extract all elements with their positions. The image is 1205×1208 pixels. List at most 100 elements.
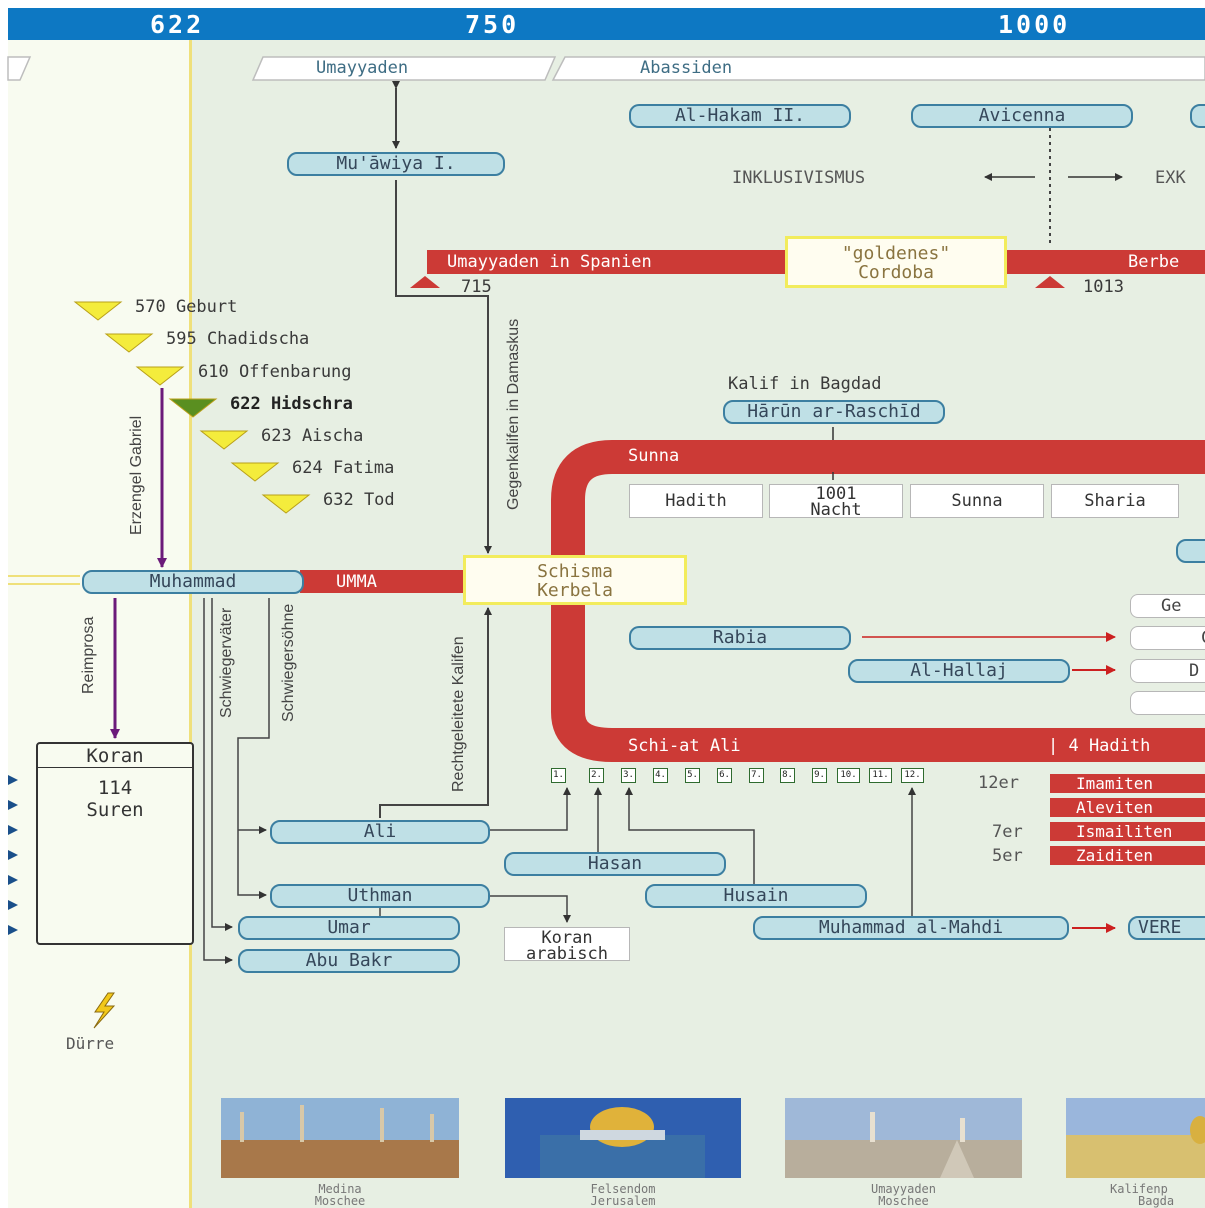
imam-1: 1. xyxy=(551,768,566,783)
prior-dynasty-tab-shape xyxy=(7,56,32,81)
branch-5er-count: 5er xyxy=(992,846,1023,866)
exklusivismus-label: EXK xyxy=(1155,168,1186,188)
imam-2: 2. xyxy=(589,768,604,783)
sunna-ring xyxy=(551,440,1205,762)
connector-abu-bakr xyxy=(203,598,233,964)
koran-title: Koran xyxy=(38,744,192,768)
umar-box: Umar xyxy=(238,916,460,940)
life-event-triangles xyxy=(73,301,311,514)
source-sharia-line1: Sharia xyxy=(1084,491,1146,511)
rightly-guided-caliphs-label: Rechtgeleitete Kalifen xyxy=(450,636,467,792)
caliph-baghdad-label: Kalif in Bagdad xyxy=(728,374,882,394)
imam-6: 6. xyxy=(717,768,732,783)
source-1001-line1: 1001 xyxy=(815,484,857,504)
mahdi-box: Muhammad al-Mahdi xyxy=(753,916,1069,940)
koran-arabic-line1: Koran xyxy=(541,928,593,948)
golden-cordoba-line1: "goldenes" xyxy=(841,243,951,264)
source-sunna-line1: Sunna xyxy=(951,491,1003,511)
cut-off-box-d: D xyxy=(1130,659,1205,683)
umayyad-label: Umayyaden xyxy=(316,58,409,78)
ali-to-imam-1 xyxy=(490,787,571,831)
damascus-arrow xyxy=(395,180,492,554)
fathers-in-law-label: Schwiegerväter xyxy=(218,607,235,718)
umayyad-mosque-photo xyxy=(785,1098,1022,1178)
koran-count: 114 xyxy=(97,777,133,799)
event-revelation: 610 Offenbarung xyxy=(198,362,352,382)
al-hallaj-box: Al-Hallaj xyxy=(848,659,1070,683)
cut-off-person-box xyxy=(1190,104,1205,128)
counter-caliphs-label: Gegenkalifen in Damaskus xyxy=(505,318,522,510)
rabia-box: Rabia xyxy=(629,626,851,650)
sunna-label: Sunna xyxy=(628,446,680,466)
drought-label: Dürre xyxy=(66,1034,115,1053)
year-label-622: 622 xyxy=(150,10,205,39)
source-1001-nacht: 1001 Nacht xyxy=(769,484,903,520)
branch-zaiditen: Zaiditen xyxy=(1050,846,1205,865)
caption-dome-line2: Jerusalem xyxy=(590,1194,656,1208)
left-column-panel xyxy=(8,40,191,1208)
imam-7: 7. xyxy=(749,768,764,783)
caption-dome-line1: Felsendom xyxy=(590,1182,656,1196)
umma-label: UMMA xyxy=(336,572,377,592)
umayyad-spain-label: Umayyaden in Spanien xyxy=(447,252,652,272)
umma-band xyxy=(300,570,465,593)
triangle-1013 xyxy=(1035,276,1065,288)
vere-box: VERE xyxy=(1128,916,1205,940)
dome-of-the-rock-photo xyxy=(505,1098,741,1178)
event-death: 632 Tod xyxy=(323,490,395,510)
imam-12: 12. xyxy=(901,768,924,783)
shia-label: Schi-at Ali xyxy=(628,736,741,756)
caption-palace: Kalifenp Bagda xyxy=(1110,1183,1205,1207)
connector-umar xyxy=(211,598,233,931)
imam-10: 10. xyxy=(837,768,860,783)
source-hadith: Hadith xyxy=(629,484,763,518)
triangle-715 xyxy=(410,276,440,288)
imam-9: 9. xyxy=(812,768,827,783)
avicenna-box: Avicenna xyxy=(911,104,1133,128)
caption-palace-line1: Kalifenp xyxy=(1110,1182,1168,1196)
husain-to-imam-3 xyxy=(625,787,755,884)
source-sunna: Sunna xyxy=(910,484,1044,518)
event-hijra: 622 Hidschra xyxy=(230,394,353,414)
hasan-box: Hasan xyxy=(504,852,726,876)
caliph-palace-photo xyxy=(1066,1098,1205,1178)
schism-kerbela-box: Schisma Kerbela xyxy=(463,555,687,605)
umayyad-tab-shape xyxy=(251,56,557,81)
medina-mosque-photo xyxy=(221,1098,459,1178)
timeline-bar: 622 750 1000 xyxy=(8,8,1205,40)
event-khadija: 595 Chadidscha xyxy=(166,329,310,349)
cut-off-sunna-box xyxy=(1176,539,1205,563)
ali-box: Ali xyxy=(270,820,490,844)
muhammad-box: Muhammad xyxy=(82,570,304,594)
cut-off-box-ge: Ge xyxy=(1130,594,1205,618)
connector-uthman xyxy=(237,598,270,899)
koran-side-arrows xyxy=(8,775,18,935)
koran-box: Koran 114 Suren xyxy=(36,742,194,945)
golden-cordoba-line2: Cordoba xyxy=(858,262,934,283)
imam-11: 11. xyxy=(869,768,892,783)
schism-line1: Schisma xyxy=(537,561,613,582)
archangel-gabriel-label: Erzengel Gabriel xyxy=(128,415,145,535)
caption-palace-line2: Bagda xyxy=(1138,1194,1175,1208)
muawiya-box: Mu'āwiya I. xyxy=(287,152,505,176)
cut-off-box-empty xyxy=(1130,691,1205,715)
caption-medina-line2: Moschee xyxy=(314,1194,366,1208)
schism-line2: Kerbela xyxy=(537,580,613,601)
source-sharia: Sharia xyxy=(1051,484,1179,518)
diagram-canvas xyxy=(8,40,1205,1208)
imam-8: 8. xyxy=(780,768,795,783)
caption-medina-line1: Medina xyxy=(318,1182,362,1196)
caption-medina: Medina Moschee xyxy=(221,1183,459,1207)
sons-in-law-label: Schwiegersöhne xyxy=(280,603,297,722)
caption-umayyad-line2: Moschee xyxy=(878,1194,929,1208)
caption-dome: Felsendom Jerusalem xyxy=(505,1183,741,1207)
hijra-marker-line xyxy=(189,40,192,1208)
source-1001-line2: Nacht xyxy=(810,500,862,520)
koran-arabic-line2: arabisch xyxy=(526,944,608,964)
imam-4: 4. xyxy=(653,768,668,783)
branch-12er-count: 12er xyxy=(978,773,1019,793)
branch-7er-count: 7er xyxy=(992,822,1023,842)
golden-cordoba-box: "goldenes" Cordoba xyxy=(785,236,1007,288)
source-hadith-line1: Hadith xyxy=(665,491,727,511)
